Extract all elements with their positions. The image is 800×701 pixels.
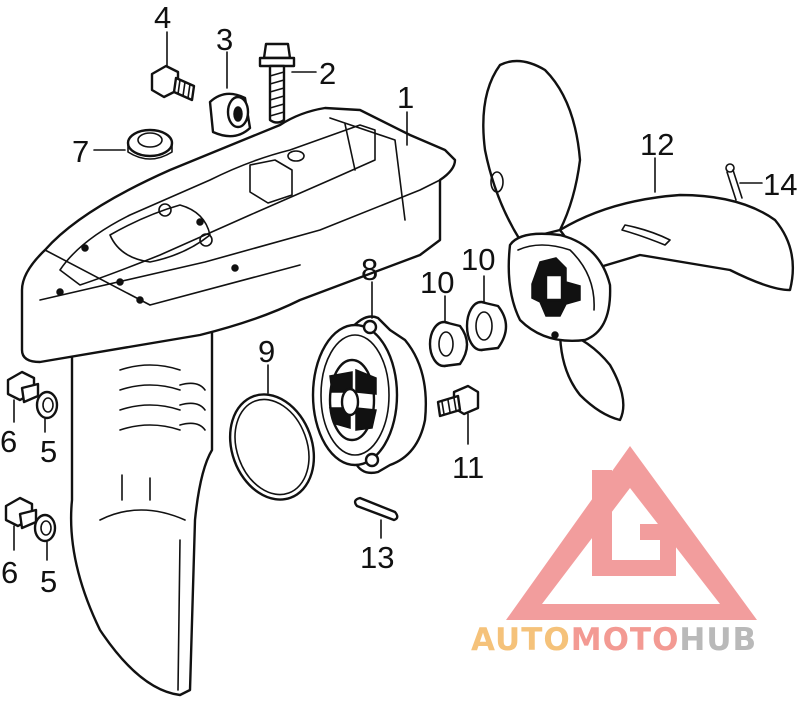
part-seal-7 (126, 128, 174, 160)
callout-3: 3 (216, 22, 233, 57)
callout-10-left: 10 (420, 265, 454, 300)
callout-5-lower: 5 (40, 564, 57, 599)
callout-9: 9 (258, 334, 275, 369)
watermark-text: AUTOMOTOHUB (471, 622, 757, 658)
callout-7: 7 (72, 134, 89, 169)
part-cotter-pin-14 (725, 163, 743, 201)
part-plug-6-upper (6, 370, 40, 404)
callout-5-upper: 5 (40, 434, 57, 469)
callout-8: 8 (361, 252, 378, 287)
part-pin-13 (353, 496, 399, 522)
part-bolt-4 (150, 64, 196, 102)
callout-13: 13 (360, 540, 394, 575)
watermark-triangle (506, 446, 757, 620)
part-gasket-5-lower (33, 513, 57, 543)
part-gear-case (20, 106, 457, 697)
watermark-m-mark (592, 470, 676, 576)
part-plug-6-lower (4, 496, 38, 530)
part-collar-3 (208, 92, 252, 138)
callout-12: 12 (640, 127, 674, 162)
part-bearing-carrier-8 (311, 315, 427, 475)
callout-14: 14 (763, 167, 797, 202)
callout-1: 1 (397, 80, 414, 115)
callout-11: 11 (452, 450, 484, 485)
part-bearing-10b (465, 300, 508, 352)
callout-2: 2 (319, 56, 336, 91)
part-o-ring-9 (228, 393, 316, 501)
part-seal-10a (428, 320, 469, 368)
watermark-auto: AUTO (471, 622, 571, 658)
part-propeller-12 (482, 59, 794, 422)
part-gasket-5-upper (35, 390, 59, 420)
callout-6-lower: 6 (1, 555, 18, 590)
watermark-hub: HUB (679, 622, 757, 658)
watermark-moto: MOTO (571, 622, 680, 658)
callout-4: 4 (154, 0, 171, 35)
part-bolt-2 (258, 42, 296, 124)
callout-6-upper: 6 (0, 424, 17, 459)
callout-labels: 1 2 3 4 5 5 6 6 7 8 9 10 10 11 12 13 14 (0, 0, 797, 599)
leader-lines (13, 31, 763, 561)
watermark-logo (506, 446, 757, 620)
part-bolt-11 (436, 384, 480, 418)
callout-10-right: 10 (461, 242, 495, 277)
